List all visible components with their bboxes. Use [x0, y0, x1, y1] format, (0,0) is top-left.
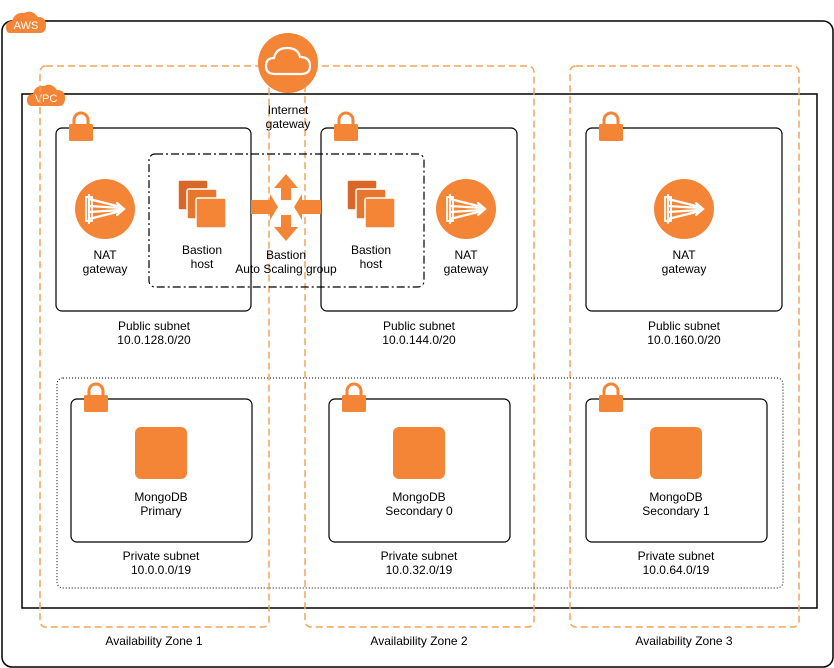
nat-gateway-2-label-line1: NAT — [454, 248, 478, 262]
nat-gateway-icon — [434, 177, 498, 241]
mongodb-3-label-line1: MongoDB — [649, 490, 702, 504]
nat-gateway-2-label-line2: gateway — [444, 262, 489, 276]
public-subnet-2-cidr: 10.0.144.0/20 — [382, 333, 456, 347]
availability-zone-3 — [569, 65, 800, 628]
lock-icon — [82, 382, 110, 414]
public-subnet-3-label: Public subnet — [648, 319, 721, 333]
lock-icon — [67, 111, 95, 143]
bastion-host-2-label-line1: Bastion — [351, 243, 391, 257]
aws-badge-text: AWS — [14, 20, 39, 32]
bastion-host-1-label-line2: host — [191, 257, 214, 271]
database-instance-icon — [650, 427, 702, 479]
private-subnet-1-cidr: 10.0.0.0/19 — [131, 563, 191, 577]
public-subnet-2-label: Public subnet — [383, 319, 456, 333]
private-subnet-1-label: Private subnet — [123, 549, 200, 563]
bastion-auto-scaling-group — [148, 153, 425, 288]
database-instance-icon — [393, 427, 445, 479]
mongodb-replica-set-group — [56, 377, 784, 589]
aws-cloud-boundary — [1, 20, 834, 668]
availability-zone-2-label: Availability Zone 2 — [370, 634, 467, 648]
internet-gateway-label-line2: gateway — [266, 117, 311, 131]
private-subnet-2 — [328, 398, 511, 543]
internet-gateway-label-line1: Internet — [268, 103, 309, 117]
nat-gateway-icon — [652, 177, 716, 241]
private-subnet-2-label: Private subnet — [381, 549, 458, 563]
public-subnet-3-cidr: 10.0.160.0/20 — [647, 333, 721, 347]
private-subnet-3-label: Private subnet — [638, 549, 715, 563]
lock-icon — [597, 382, 625, 414]
vpc-badge-text: VPC — [35, 93, 58, 105]
bastion-host-1-label-line1: Bastion — [182, 243, 222, 257]
private-subnet-2-cidr: 10.0.32.0/19 — [386, 563, 453, 577]
instances-icon — [177, 179, 227, 229]
aws-cloud-icon: AWS — [6, 11, 46, 33]
public-subnet-2 — [320, 127, 518, 312]
bastion-group-label-line1: Bastion — [266, 248, 306, 262]
nat-gateway-1-label-line1: NAT — [93, 248, 117, 262]
availability-zone-1-label: Availability Zone 1 — [105, 634, 202, 648]
vpc-boundary — [21, 93, 818, 609]
mongodb-1-label-line2: Primary — [140, 504, 181, 518]
availability-zone-3-label: Availability Zone 3 — [635, 634, 732, 648]
public-subnet-1-label: Public subnet — [118, 319, 191, 333]
instances-icon — [346, 179, 396, 229]
lock-icon — [597, 111, 625, 143]
vpc-cloud-icon: VPC — [27, 84, 65, 106]
mongodb-1-label-line1: MongoDB — [134, 490, 187, 504]
public-subnet-3 — [585, 127, 783, 312]
private-subnet-1 — [70, 398, 253, 543]
mongodb-3-label-line2: Secondary 1 — [642, 504, 710, 518]
nat-gateway-1-label-line2: gateway — [83, 262, 128, 276]
auto-scaling-arrows-icon — [251, 174, 321, 241]
nat-gateway-3-label-line1: NAT — [672, 248, 696, 262]
nat-gateway-icon — [73, 177, 137, 241]
lock-icon — [340, 382, 368, 414]
public-subnet-1 — [55, 127, 252, 312]
private-subnet-3 — [585, 398, 768, 543]
mongodb-2-label-line2: Secondary 0 — [385, 504, 453, 518]
availability-zone-2 — [304, 65, 535, 628]
internet-gateway-icon — [258, 33, 318, 93]
private-subnet-3-cidr: 10.0.64.0/19 — [643, 563, 710, 577]
nat-gateway-3-label-line2: gateway — [662, 262, 707, 276]
bastion-group-label-line2: Auto Scaling group — [235, 262, 337, 276]
mongodb-2-label-line1: MongoDB — [392, 490, 445, 504]
availability-zone-1 — [39, 65, 270, 628]
lock-icon — [332, 111, 360, 143]
bastion-host-2-label-line2: host — [360, 257, 383, 271]
database-instance-icon — [135, 427, 187, 479]
public-subnet-1-cidr: 10.0.128.0/20 — [117, 333, 191, 347]
